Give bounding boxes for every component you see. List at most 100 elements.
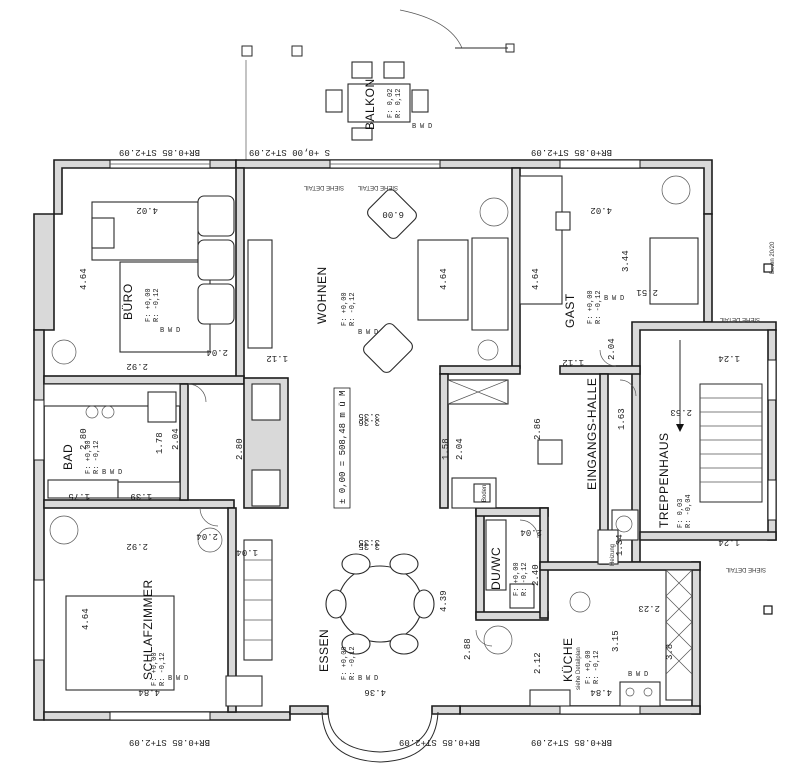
du-wc-fixtures <box>485 519 591 613</box>
stair <box>676 340 763 503</box>
wohnen-armchair <box>367 189 417 239</box>
wohnen-furniture <box>247 189 509 373</box>
note-kueche-detail: siehe Detailplan <box>576 647 582 690</box>
buero-door-swing <box>51 339 77 365</box>
wohnen-spec-w: W <box>366 329 371 337</box>
balcony-area: BALKON F: 0,02 R: 0,12 B W D <box>241 9 515 160</box>
kueche-stove <box>619 681 661 707</box>
dim-hall-b: 2.04 <box>455 438 465 460</box>
sill-bottom-mid: BR+0.85 ST+2.09 <box>399 737 480 747</box>
dim-schlaf-width: 2.92 <box>126 541 148 551</box>
dim-essen-height: 4.39 <box>439 590 449 612</box>
buero-spec-f: F: +0,00 <box>145 288 153 322</box>
gast-bed <box>649 237 699 305</box>
du-spec-f: F: +0,00 <box>513 562 521 596</box>
room-label-schlafzimmer: SCHLAFZIMMER <box>141 579 155 680</box>
essen-spec-d: D <box>374 675 378 683</box>
level-box <box>333 387 351 509</box>
dim-wohnen-small: 6.00 <box>382 209 404 219</box>
balkon-spec-f: F: 0,02 <box>387 89 395 118</box>
kueche-spec-d: D <box>644 671 648 679</box>
balcony-chair <box>383 61 405 79</box>
sill-bottom-right: BR+0.85 ST+2.09 <box>531 737 612 747</box>
bad-fixtures <box>43 383 181 499</box>
balkon-spec-d: D <box>428 123 432 131</box>
note-siehe-detail-3: SIEHE DETAIL <box>725 566 766 572</box>
room-label-wohnen: WOHNEN <box>315 266 329 324</box>
dim-bottom-left: 4.84 <box>138 687 160 697</box>
balkon-spec-w: W <box>420 123 425 131</box>
dim-stair-a: 1.24 <box>718 353 740 363</box>
dim-bad-w: 2.80 <box>79 428 89 450</box>
buero-spec-d: D <box>176 327 180 335</box>
dim-kueche-d: 2.12 <box>533 652 543 674</box>
wohnen-sideboard <box>247 239 273 349</box>
heizung <box>597 529 619 565</box>
balkon-spec-r: R: 0,12 <box>395 89 403 118</box>
section-marker-top <box>763 263 773 273</box>
buero-chair <box>197 195 235 237</box>
room-label-essen: ESSEN <box>317 629 331 672</box>
dim-buero-c: 1.12 <box>266 353 288 363</box>
dim-hall-d: 1.63 <box>617 408 627 430</box>
sill-top-mid: S +0,00 ST+2.09 <box>249 147 330 157</box>
dim-gast-width: 4.02 <box>590 205 612 215</box>
du-spec-r: R: -0,12 <box>521 562 529 596</box>
wohnen-spec-d: D <box>374 329 378 337</box>
balcony-chair <box>325 89 343 113</box>
dim-kueche-c: 3.8 <box>665 644 675 660</box>
dim-buero-b: 2.92 <box>126 361 148 371</box>
notes: SIEHE DETAIL SIEHE DETAIL SIEHE DETAIL S… <box>303 184 776 690</box>
dim-bad-small: 1.39 <box>130 491 152 501</box>
note-siehe-detail-2: SIEHE DETAIL <box>719 316 760 322</box>
dim-hall-a: 3.35 <box>358 537 380 547</box>
dim-gast-height: 4.64 <box>531 268 541 290</box>
dimension-labels: 4.02 4.64 4.64 4.64 4.02 3.44 4.64 2.92 … <box>68 205 740 697</box>
kueche-spec-w: W <box>636 671 641 679</box>
dim-wohnen-width: 3.35 <box>358 411 380 421</box>
windows <box>33 159 777 721</box>
room-label-treppenhaus: TREPPENHAUS <box>657 432 671 528</box>
dim-buero-width: 4.02 <box>136 205 158 215</box>
bad-spec-d: D <box>118 469 122 477</box>
balcony-post-left <box>241 45 253 57</box>
dim-wohnen-mid: 3.36 <box>358 417 380 427</box>
dim-gast-side: 3.44 <box>621 250 631 272</box>
gast-spec-w: W <box>612 295 617 303</box>
dim-bad-len: 1.75 <box>68 491 90 501</box>
essen-furniture <box>325 553 435 655</box>
kueche-spec-r: R: -0,12 <box>593 650 601 684</box>
sill-top-right: BR+0.85 ST+2.09 <box>531 147 612 157</box>
wohnen-spec-f: F: +0,00 <box>341 292 349 326</box>
wohnen-spec-r: R: -0,12 <box>349 292 357 326</box>
dim-hall-f: 2.80 <box>235 438 245 460</box>
bad-spec-w: W <box>110 469 115 477</box>
wohnen-sofa <box>471 237 509 331</box>
kueche-spec-f: F: +0,00 <box>585 650 593 684</box>
dim-stair-d: 2.51 <box>636 287 658 297</box>
gast-spec-d: D <box>620 295 624 303</box>
dim-wohnen-height: 4.64 <box>439 268 449 290</box>
buero-table <box>119 261 211 353</box>
balcony-table <box>347 83 411 123</box>
balkon-spec-b: B <box>412 123 416 131</box>
schlafzimmer-furniture <box>49 515 273 707</box>
dim-essen-width: 3.35 <box>358 541 380 551</box>
treppe-spec-r: R: -0,04 <box>685 494 693 528</box>
dim-stair-c: 2.53 <box>670 407 692 417</box>
dim-du-a: 2.40 <box>531 564 541 586</box>
treppe-spec-f: F: 0,03 <box>677 499 685 528</box>
note-siehe-detail-1: SIEHE DETAIL <box>357 184 398 190</box>
buero-spec-r: R: -0,12 <box>153 288 161 322</box>
schlaf-spec-f: F: +0,00 <box>151 652 159 686</box>
sill-bottom-left: BR+0.85 ST+2.09 <box>129 737 210 747</box>
dim-bottom-mid: 4.36 <box>364 687 386 697</box>
buero-chair <box>197 239 235 281</box>
balcony-post-mid <box>291 45 303 57</box>
dim-bad-s1: 1.78 <box>155 432 165 454</box>
room-label-gast: GAST <box>563 293 577 328</box>
dim-bad-h: 2.04 <box>171 428 181 450</box>
schlaf-bed <box>65 595 175 691</box>
wohnen-spec-b: B <box>358 329 362 337</box>
dim-schlaf-height: 4.64 <box>81 608 91 630</box>
